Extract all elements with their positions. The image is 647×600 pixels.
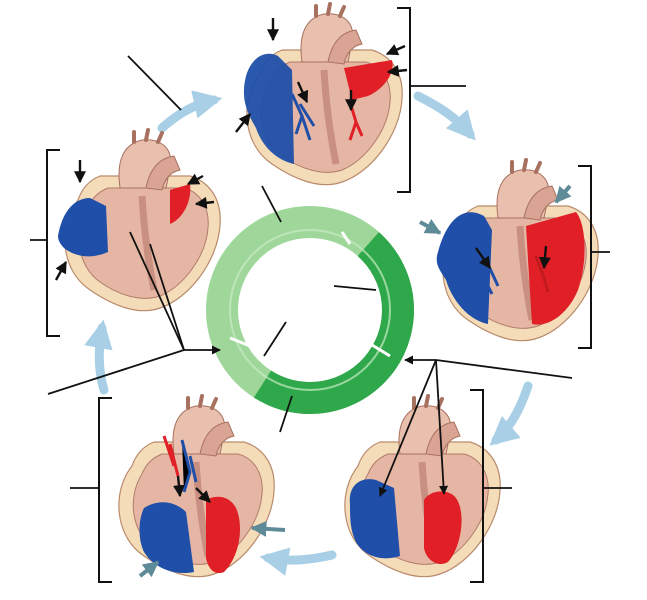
flow-arrow-left	[84, 319, 113, 395]
heart-stage-bottom-right	[345, 396, 500, 577]
flow-arrows	[84, 90, 533, 576]
flow-pointers-bottom-left	[138, 475, 286, 578]
stage-brackets	[46, 7, 592, 583]
heart-stage-left	[58, 130, 220, 311]
flow-pointers-right	[419, 184, 572, 270]
bracket-bottom-left	[98, 397, 112, 583]
cycle-ring	[206, 206, 414, 414]
heart-stage-top	[244, 4, 402, 185]
cycle-ring-dark-segment-2	[206, 206, 414, 414]
bracket-bottom-right	[470, 389, 484, 583]
flow-arrow-top-right	[413, 91, 476, 141]
bracket-left	[46, 149, 60, 337]
flow-arrow-right	[489, 381, 533, 446]
leader-top-left	[127, 55, 182, 111]
flow-arrow-bottom	[259, 547, 337, 576]
flow-arrow-top-left	[157, 90, 223, 133]
label-leader-lines	[30, 55, 610, 497]
leader-ring-bottom	[279, 395, 293, 433]
leader-ring-inner-right	[333, 285, 377, 291]
leader-ring-inner-left	[263, 321, 287, 357]
leader-left-pointer	[47, 349, 185, 395]
heart-stage-bottom-left	[119, 396, 274, 577]
leader-right-pointer	[435, 359, 573, 379]
leader-ring-top	[261, 185, 282, 223]
flow-pointers-left	[54, 160, 215, 281]
bracket-right	[578, 165, 592, 349]
bracket-top	[397, 7, 411, 193]
heart-stage-right	[436, 160, 599, 341]
flow-pointers-top	[235, 18, 408, 133]
